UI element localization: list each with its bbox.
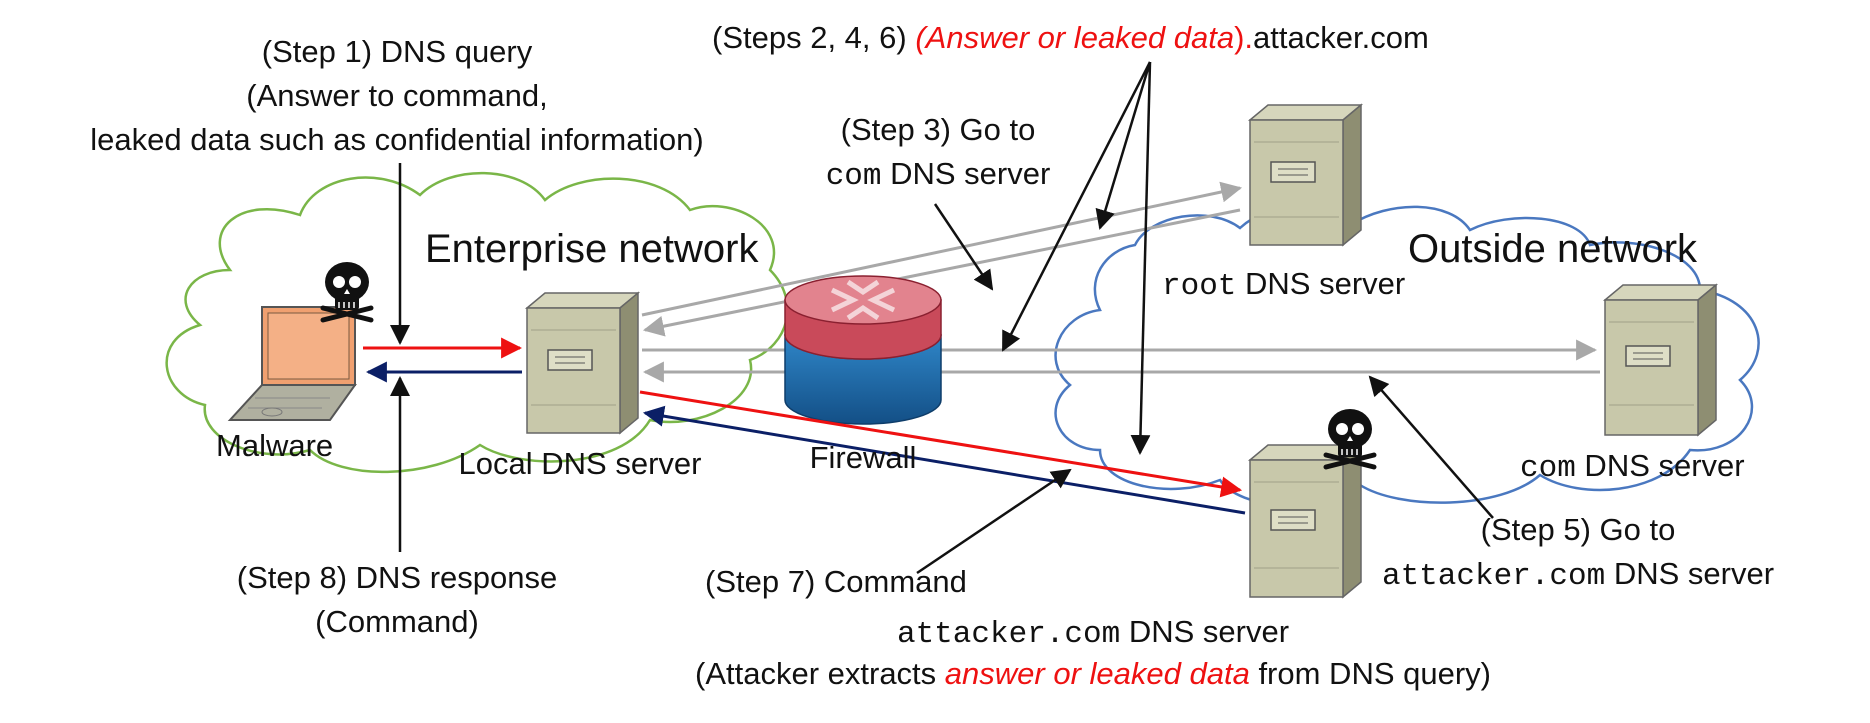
steps246-suffix: attacker.com — [1253, 20, 1429, 55]
com-dns-text: DNS server — [1575, 448, 1745, 483]
step8-line1: (Step 8) DNS response — [236, 560, 558, 595]
step3-line1: (Step 3) Go to — [840, 112, 1036, 147]
steps246-label: (Steps 2, 4, 6) (Answer or leaked data).… — [712, 20, 1429, 56]
steps246-prefix: (Steps 2, 4, 6) — [712, 20, 916, 55]
root-dns-text: DNS server — [1236, 266, 1406, 301]
extract-suffix: from DNS query) — [1249, 656, 1491, 691]
laptop-icon — [227, 306, 357, 421]
step8-line2: (Command) — [315, 604, 479, 639]
step3-line2: com DNS server — [826, 156, 1051, 195]
root-dns-mono: root — [1162, 269, 1237, 304]
com-dns-label: com DNS server — [1520, 448, 1745, 487]
firewall-label: Firewall — [809, 440, 917, 475]
steps246-close: ). — [1234, 20, 1254, 55]
root-dns-label: root DNS server — [1162, 266, 1405, 305]
extract-highlight: answer or leaked data — [944, 656, 1250, 691]
callout-arrows — [390, 61, 1494, 575]
response-arrows — [365, 361, 1246, 515]
step7-label: (Step 7) Command — [705, 564, 967, 599]
skull-icon — [320, 262, 374, 323]
router-icon — [784, 275, 942, 425]
enterprise-network-label: Enterprise network — [425, 227, 759, 271]
arrow-attacker-to-local-response — [642, 405, 1246, 515]
step1-line1: (Step 1) DNS query — [261, 34, 533, 69]
server-icon — [524, 291, 641, 435]
step3-mono: com — [825, 159, 882, 194]
com-dns-mono: com — [1520, 451, 1576, 486]
query-arrows — [363, 337, 1243, 498]
step5-text: DNS server — [1605, 556, 1775, 591]
arrow-local-to-root-query — [641, 181, 1243, 317]
callout-steps246-a — [1095, 61, 1152, 230]
outside-network-label: Outside network — [1408, 227, 1698, 271]
callout-step7 — [916, 468, 1072, 575]
server-icon — [1247, 443, 1364, 599]
callout-step5 — [1368, 375, 1494, 519]
callout-steps246-b — [1001, 61, 1152, 352]
step1-line3: leaked data such as confidential informa… — [90, 122, 704, 157]
arrow-local-to-attacker-query — [639, 390, 1243, 498]
steps246-highlight: (Answer or leaked data — [915, 20, 1235, 55]
server-icon — [1602, 283, 1719, 437]
callout-step3 — [933, 203, 994, 291]
step5-line1: (Step 5) Go to — [1480, 512, 1676, 547]
attacker-dns-mono: attacker.com — [896, 617, 1121, 652]
attacker-extract-note: (Attacker extracts answer or leaked data… — [695, 656, 1491, 692]
server-icon — [1247, 103, 1364, 247]
outside-network-cloud — [1054, 205, 1760, 507]
step5-line2: attacker.com DNS server — [1382, 556, 1774, 595]
callout-steps246-c — [1130, 61, 1152, 455]
step1-line2: (Answer to command, — [246, 78, 548, 113]
attacker-dns-text: DNS server — [1120, 614, 1290, 649]
local-dns-label: Local DNS server — [458, 446, 702, 481]
attacker-dns-label: attacker.com DNS server — [897, 614, 1289, 653]
step3-text: DNS server — [881, 156, 1051, 191]
malware-label: Malware — [216, 428, 334, 463]
arrow-root-to-local-response — [642, 208, 1241, 337]
skull-icon — [1323, 409, 1377, 470]
extract-prefix: (Attacker extracts — [695, 656, 945, 691]
step5-mono: attacker.com — [1381, 559, 1606, 594]
